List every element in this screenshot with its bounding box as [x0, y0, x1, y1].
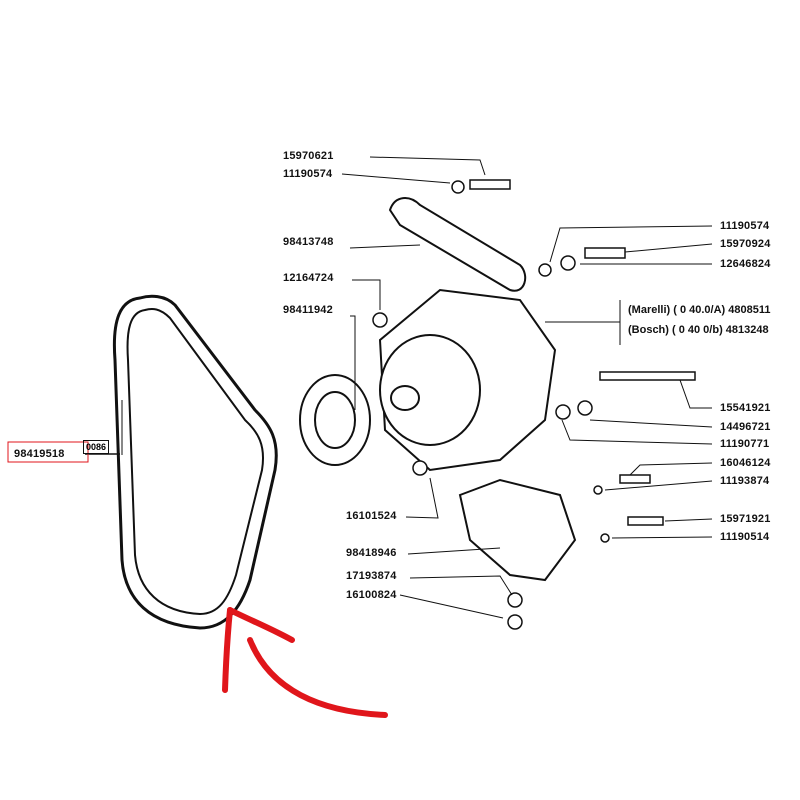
part-label: 98418946: [346, 547, 397, 559]
part-label: 11190574: [283, 168, 333, 180]
part-label: 15541921: [720, 402, 771, 414]
alternator-marelli-label: (Marelli) ( 0 40.0/A) 4808511: [628, 304, 771, 316]
leader-lines: [121, 156, 713, 619]
alternator-bosch-label: (Bosch) ( 0 40 0/b) 4813248: [628, 324, 769, 336]
v-belt: [112, 294, 278, 630]
part-label: 14496721: [720, 421, 771, 433]
part-label: 98411942: [283, 304, 333, 316]
part-label: 11190574: [720, 220, 770, 232]
part-label: 16046124: [720, 457, 771, 469]
part-label: 15970621: [283, 150, 334, 162]
alternator: [299, 288, 557, 472]
belt-part-number: 98419518: [14, 448, 65, 460]
belt-code: 0086: [83, 440, 110, 454]
part-label: 11190514: [720, 531, 770, 543]
part-label: 16100824: [346, 589, 397, 601]
part-label: 11190771: [720, 438, 770, 450]
part-label: 12646824: [720, 258, 771, 270]
part-label: 98413748: [283, 236, 334, 248]
part-label: 16101524: [346, 510, 397, 522]
part-label: 11193874: [720, 475, 770, 487]
fasteners: [372, 179, 696, 630]
belt-red-box: [7, 441, 89, 463]
part-label: 15971921: [720, 513, 771, 525]
adjusting-bracket: [388, 197, 527, 292]
part-label: 12164724: [283, 272, 334, 284]
mounting-bracket: [458, 478, 577, 582]
part-label: 15970924: [720, 238, 771, 250]
highlight-arrow: [222, 607, 388, 718]
part-label: 17193874: [346, 570, 397, 582]
